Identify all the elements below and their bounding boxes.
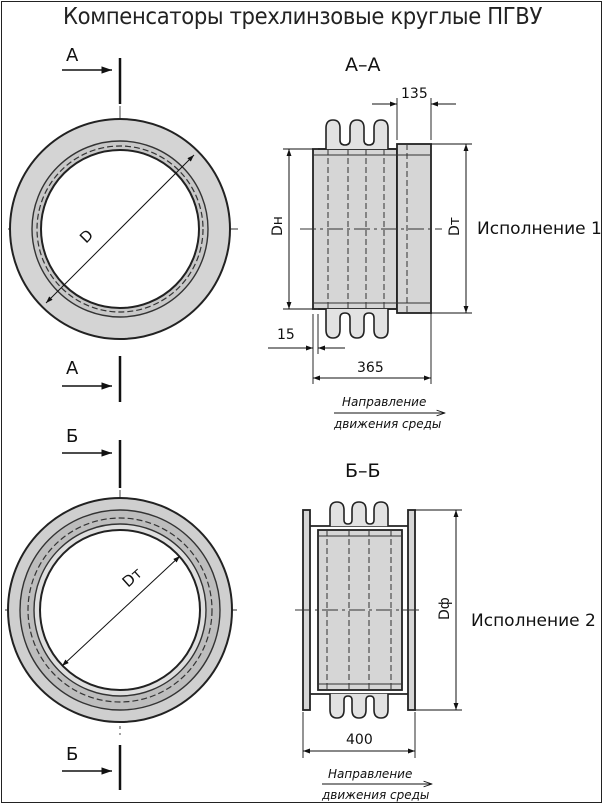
svg-text:Dф: Dф <box>437 597 453 620</box>
dim-flange-diameter: Dф <box>415 509 462 711</box>
dim-flange-width-1: 135 <box>372 86 456 140</box>
section-cut-b-top: Б <box>62 426 122 488</box>
svg-text:Направление: Направление <box>328 767 412 781</box>
flow-direction-1: Направление движения среды <box>333 395 445 431</box>
bellows-top-2 <box>310 501 408 527</box>
dim-outer-diameter: Dн <box>270 148 313 310</box>
svg-text:365: 365 <box>357 360 384 376</box>
bore-2 <box>39 529 201 691</box>
view1-section: А–А 135 <box>268 54 602 431</box>
dim-edge-1: 15 <box>268 314 345 354</box>
flange-1 <box>396 143 432 314</box>
dim-length-1: 365 <box>312 313 432 384</box>
section-cut-a-top: А <box>62 45 122 104</box>
dim-inner-diameter: Dт <box>431 143 472 314</box>
section-cut-a-bottom: А <box>62 356 122 402</box>
section-mark-a-top: А <box>66 45 79 66</box>
svg-text:движения среды: движения среды <box>321 788 429 802</box>
diameter-leader-1 <box>45 154 195 304</box>
dim-length-2: 400 <box>302 712 416 758</box>
svg-text:135: 135 <box>401 86 428 102</box>
page-title: Компенсаторы трехлинзовые круглые ПГВУ <box>63 4 542 30</box>
view2-end-view: Б Dт Б <box>5 426 240 790</box>
svg-text:15: 15 <box>277 327 295 343</box>
bellows-bottom-1 <box>318 308 397 339</box>
section-mark-b-bottom: Б <box>66 744 78 765</box>
view2-section: Б–Б Dф <box>295 460 596 802</box>
variant-label-1: Исполнение 1 <box>477 219 602 239</box>
section-mark-b-top: Б <box>66 426 78 447</box>
svg-text:400: 400 <box>346 732 373 748</box>
section-cut-b-bottom: Б <box>62 744 122 790</box>
variant-label-2: Исполнение 2 <box>471 611 596 631</box>
flow-direction-2: Направление движения среды <box>321 767 432 802</box>
svg-text:Dт: Dт <box>447 217 463 236</box>
section-label-b-b: Б–Б <box>345 460 381 482</box>
bellows-top-1 <box>318 119 397 150</box>
svg-text:Dн: Dн <box>270 216 286 236</box>
section-label-a-a: А–А <box>345 54 381 76</box>
svg-text:Направление: Направление <box>342 395 426 409</box>
diameter-leader-2 <box>61 555 181 667</box>
bellows-bottom-2 <box>310 693 408 719</box>
svg-text:движения среды: движения среды <box>333 417 441 431</box>
lens-hidden-ring-1 <box>36 145 204 313</box>
view1-end-view: А D А <box>8 45 238 402</box>
section-mark-a-bottom: А <box>66 358 79 379</box>
